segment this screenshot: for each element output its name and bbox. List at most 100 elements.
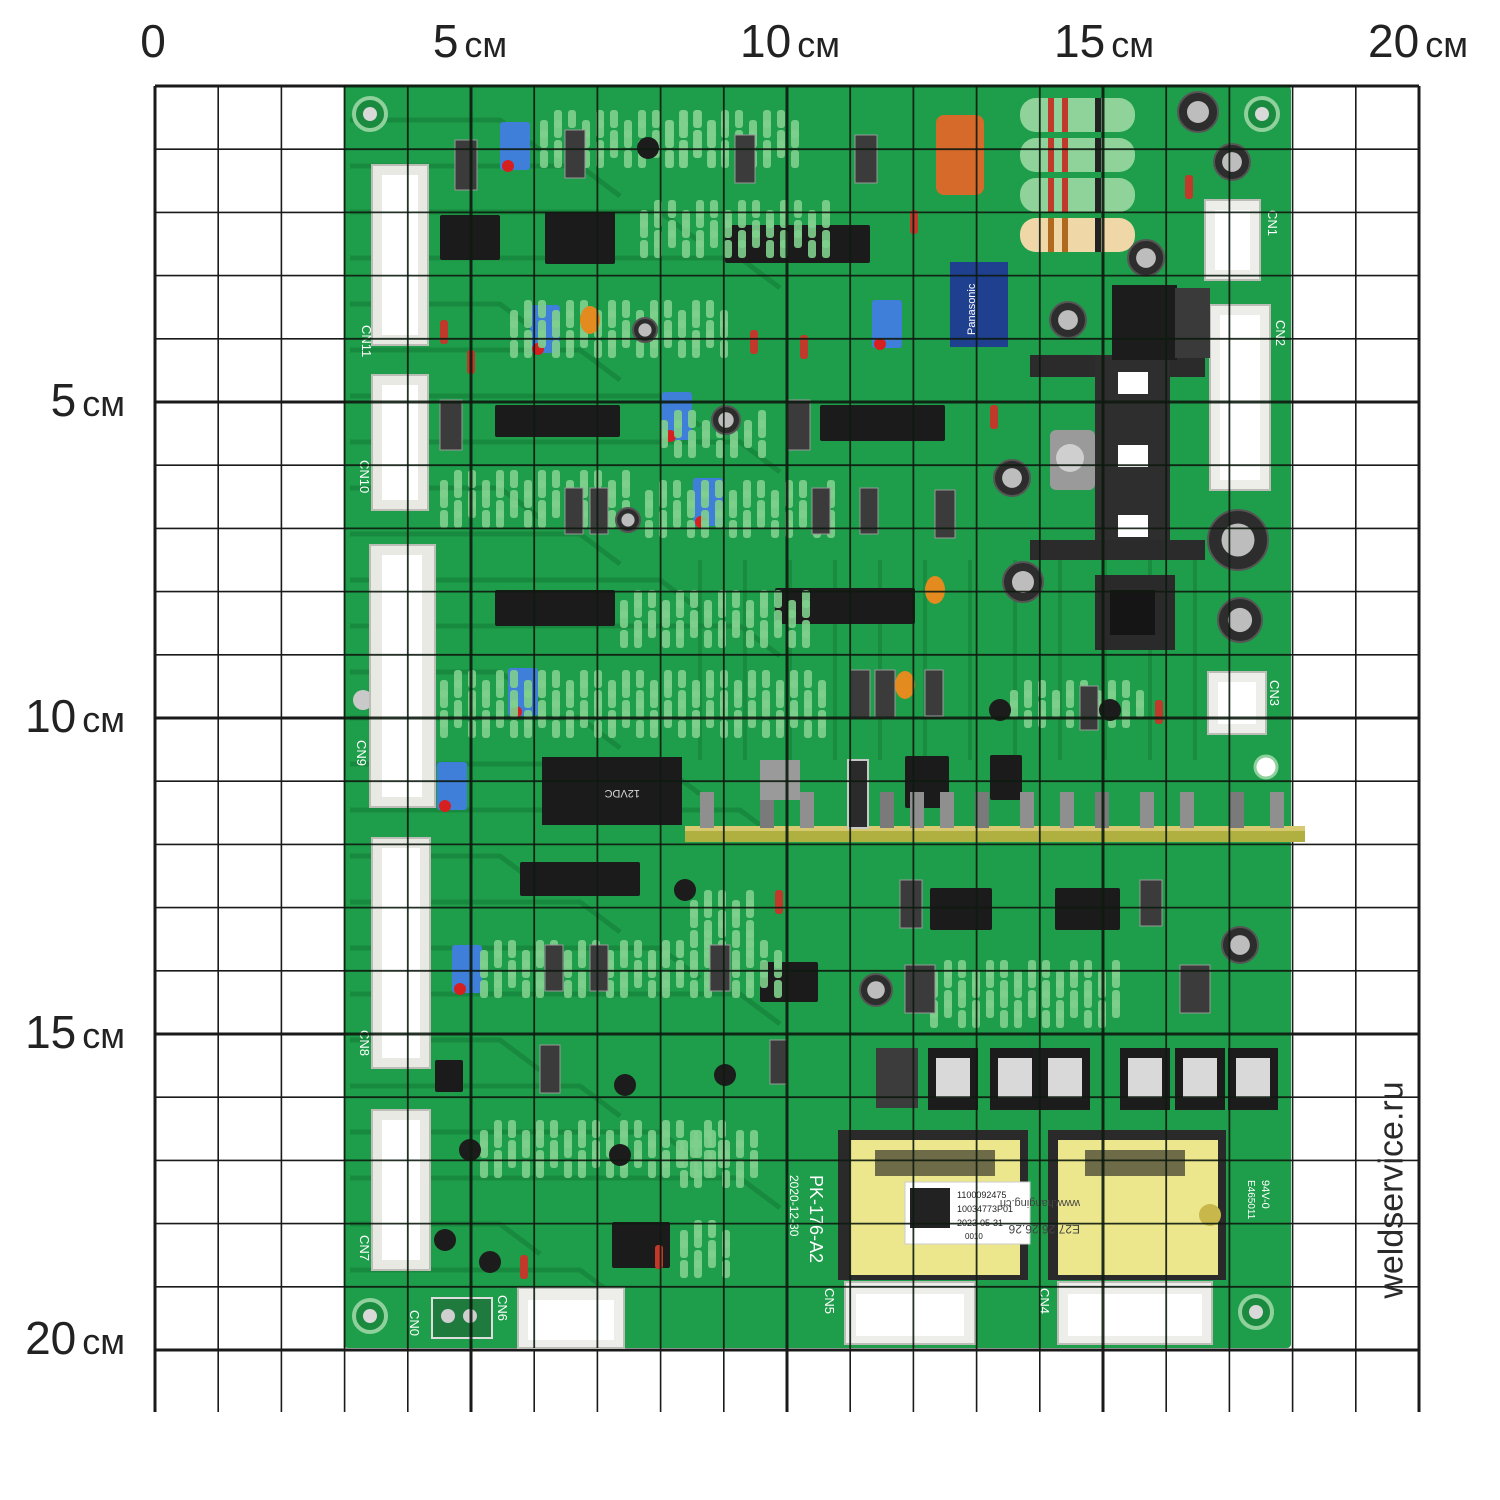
resistor <box>760 940 768 958</box>
resistor <box>1084 990 1092 1008</box>
resistor <box>766 220 774 238</box>
capacitor-top <box>1012 571 1034 593</box>
capacitor-top <box>867 981 885 999</box>
resistor <box>536 980 544 998</box>
relay-label: 12VDC <box>604 787 640 799</box>
riser-board <box>685 826 1305 842</box>
resistor <box>734 690 742 708</box>
ic-chip <box>990 755 1022 800</box>
resistor <box>802 600 810 618</box>
scale-number: 5 <box>50 374 77 426</box>
resistor <box>774 590 782 608</box>
resistor <box>706 680 714 698</box>
resistor <box>620 980 628 998</box>
resistor <box>566 340 574 358</box>
scale-unit: см <box>82 1015 125 1056</box>
resistor <box>494 950 502 968</box>
mounting-hole <box>1244 96 1280 132</box>
transistor-tab <box>936 1058 970 1098</box>
mounting-hole <box>1238 1294 1274 1330</box>
resistor <box>679 150 687 168</box>
riser-pin-header <box>1060 792 1074 828</box>
power-resistor <box>1020 218 1135 252</box>
scale-number: 10 <box>740 15 792 67</box>
resistor <box>694 1230 702 1248</box>
resistor <box>692 690 700 708</box>
resistor <box>680 1150 688 1168</box>
resistor <box>692 720 700 738</box>
resistor <box>608 340 616 358</box>
resistor <box>634 1150 642 1168</box>
resistor <box>708 1250 716 1268</box>
resistor <box>538 300 546 318</box>
resistor <box>680 1240 688 1258</box>
resistor <box>494 980 502 998</box>
small-transistor <box>674 879 696 901</box>
components <box>434 91 1284 1279</box>
resistor <box>536 1160 544 1178</box>
relay: 12VDC <box>542 757 682 825</box>
resistor <box>508 1120 516 1138</box>
ul-code: E465011 <box>1245 1180 1256 1220</box>
resistor <box>662 1160 670 1178</box>
riser-pin-header <box>1270 792 1284 828</box>
small-transistor <box>614 1074 636 1096</box>
resistor <box>776 690 784 708</box>
resistor <box>606 1160 614 1178</box>
diode <box>800 335 808 359</box>
resistor <box>986 970 994 988</box>
resistor <box>687 500 695 518</box>
resistor <box>732 620 740 638</box>
resistor <box>480 1160 488 1178</box>
resistor <box>608 490 616 508</box>
resistor <box>744 430 752 448</box>
ceramic-capacitor <box>539 1044 561 1094</box>
slide-switch <box>847 759 869 829</box>
transistor-tab <box>1183 1058 1217 1098</box>
diode <box>750 330 758 354</box>
connector-cn7: CN7 <box>357 1109 431 1271</box>
resistor <box>746 610 754 628</box>
resistor <box>620 1130 628 1148</box>
resistor <box>715 510 723 528</box>
resistor <box>746 950 754 968</box>
board-date: 2020-12-30 <box>787 1175 801 1237</box>
resistor <box>1000 990 1008 1008</box>
resistor <box>566 720 574 738</box>
resistor <box>665 150 673 168</box>
resistor <box>757 480 765 498</box>
resistor <box>648 1140 656 1158</box>
resistor <box>440 690 448 708</box>
connector-cn10: CN10 <box>357 374 429 511</box>
resistor <box>1112 970 1120 988</box>
resistor <box>454 480 462 498</box>
resistor <box>707 130 715 148</box>
resistor <box>538 510 546 528</box>
resistor <box>704 900 712 918</box>
ceramic-capacitor <box>859 487 879 535</box>
ceramic-capacitor <box>544 944 564 992</box>
resistor <box>752 200 760 218</box>
resistor <box>682 240 690 258</box>
riser-pin-header <box>880 792 894 828</box>
connector-label: CN8 <box>357 1030 372 1056</box>
connector-cn6: CN6 <box>495 1287 625 1349</box>
resistor <box>738 240 746 258</box>
resistor <box>510 470 518 488</box>
resistor <box>818 690 826 708</box>
riser-pin-header <box>700 792 714 828</box>
resistor <box>750 1160 758 1178</box>
resistor <box>540 150 548 168</box>
resistor <box>494 1160 502 1178</box>
jumper-block <box>760 760 800 800</box>
scale-unit: см <box>82 1321 125 1362</box>
power-transistor-row <box>876 1048 1278 1110</box>
ceramic-capacitor <box>899 879 923 929</box>
resistor <box>794 230 802 248</box>
potentiometer-dot <box>874 338 886 350</box>
resistor <box>701 490 709 508</box>
connector-cn8: CN8 <box>357 837 431 1069</box>
